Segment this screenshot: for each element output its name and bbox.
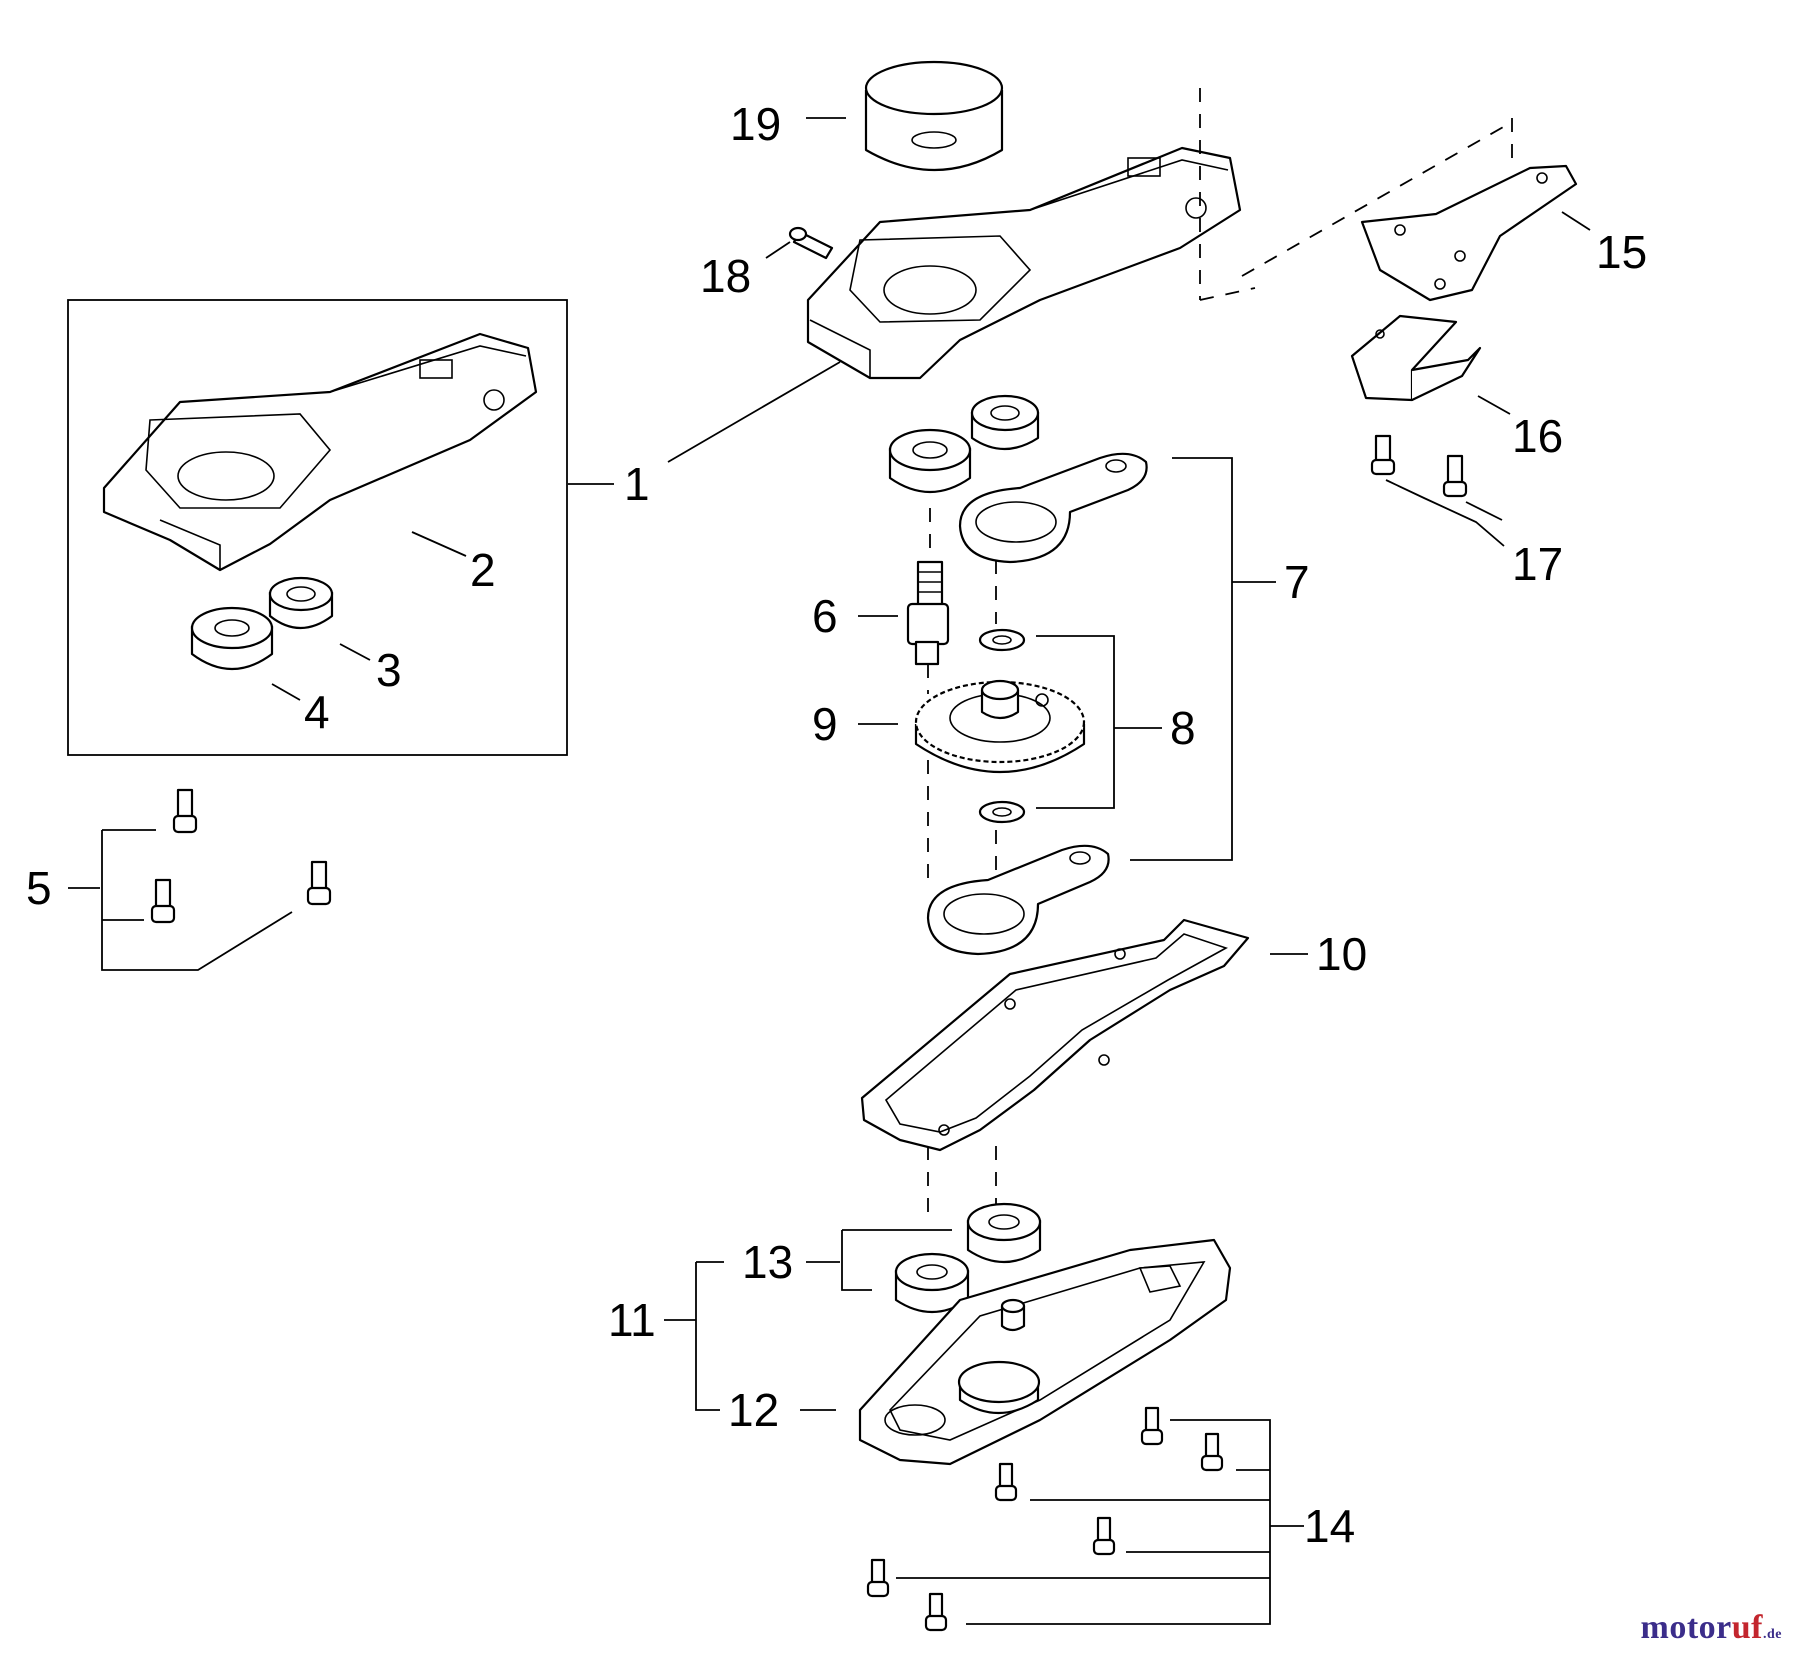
part-2-housing: [102, 332, 538, 572]
brand-name-part2: uf: [1731, 1609, 1763, 1646]
part-9-gear: [914, 679, 1086, 774]
part-12-lower-cover: [858, 1238, 1232, 1466]
callout-1: 1: [624, 458, 650, 510]
part-16-bracket: [1350, 314, 1482, 402]
brand-tld: .de: [1763, 1627, 1782, 1642]
callout-14: 14: [1304, 1500, 1355, 1552]
callout-labels: 19 18 1 2 3 4 5 6 7 8 9 10 11 12 13 14 1…: [26, 98, 1647, 1552]
part-14-screws: [866, 1406, 1224, 1632]
part-7-connecting-rod-lower: [926, 844, 1110, 956]
callout-19: 19: [730, 98, 781, 150]
part-1-gear-housing: [806, 146, 1242, 380]
callout-17: 17: [1512, 538, 1563, 590]
part-15-mounting-plate: [1360, 164, 1578, 302]
callout-11: 11: [608, 1294, 656, 1346]
part-6-pinion-shaft: [906, 560, 950, 666]
callout-4: 4: [304, 686, 330, 738]
part-8-washer-upper: [978, 628, 1026, 652]
callout-16: 16: [1512, 410, 1563, 462]
assembly-box-1: [67, 299, 568, 756]
callout-12: 12: [728, 1384, 779, 1436]
part-3-bearing: [268, 576, 334, 629]
part-13-bearing-left: [894, 1252, 970, 1314]
part-13-bearing-right: [966, 1202, 1042, 1264]
callout-18: 18: [700, 250, 751, 302]
callout-7: 7: [1284, 556, 1310, 608]
callout-5: 5: [26, 862, 52, 914]
callout-10: 10: [1316, 928, 1367, 980]
callout-3: 3: [376, 644, 402, 696]
callout-6: 6: [812, 590, 838, 642]
callout-2: 2: [470, 544, 496, 596]
part-18-grease-nipple: [788, 226, 834, 260]
part-7-connecting-rod-upper: [958, 452, 1148, 564]
part-8-washer-lower: [978, 800, 1026, 824]
part-5-screws: [150, 788, 332, 924]
callout-15: 15: [1596, 226, 1647, 278]
leader-lines: [68, 117, 1591, 1625]
brand-watermark: motoruf.de: [1641, 1609, 1782, 1647]
brand-name-part1: motor: [1640, 1609, 1732, 1646]
callout-8: 8: [1170, 702, 1196, 754]
part-10-gasket: [860, 918, 1250, 1152]
callout-13: 13: [742, 1236, 793, 1288]
part-17-screws: [1370, 434, 1468, 498]
part-bearing-upper-left: [888, 428, 972, 494]
part-19-cover-cup: [864, 60, 1004, 171]
callout-9: 9: [812, 698, 838, 750]
part-4-bearing: [190, 606, 274, 671]
part-bearing-upper-right: [970, 394, 1040, 450]
